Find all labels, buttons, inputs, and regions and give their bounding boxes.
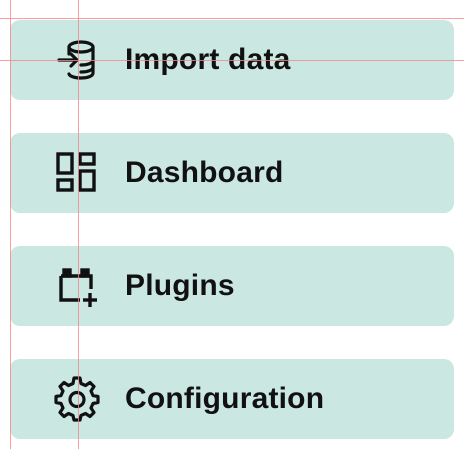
database-import-icon <box>53 36 101 84</box>
guide-line-horizontal <box>0 18 464 19</box>
menu-item-plugins[interactable]: Plugins <box>10 246 454 326</box>
menu-item-label: Dashboard <box>125 156 284 189</box>
nav-menu: Import data Dashboard <box>10 20 454 439</box>
menu-item-label: Import data <box>125 43 291 76</box>
plugin-add-icon <box>53 262 101 310</box>
menu-item-label: Plugins <box>125 269 235 302</box>
menu-item-label: Configuration <box>125 382 325 415</box>
menu-item-import-data[interactable]: Import data <box>10 20 454 100</box>
menu-item-dashboard[interactable]: Dashboard <box>10 133 454 213</box>
menu-item-configuration[interactable]: Configuration <box>10 359 454 439</box>
gear-icon <box>53 375 101 423</box>
dashboard-grid-icon <box>53 149 101 197</box>
